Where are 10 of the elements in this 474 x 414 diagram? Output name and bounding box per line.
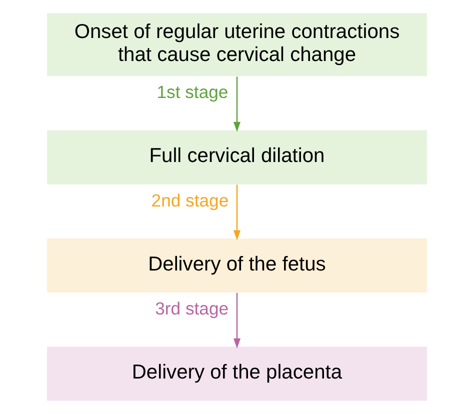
arrow bbox=[233, 292, 241, 349]
edge-label: 2nd stage bbox=[151, 190, 229, 210]
edge-label: 1st stage bbox=[156, 82, 228, 102]
node-box: Onset of regular uterine contractions that cause cervical change bbox=[47, 13, 427, 76]
node-box: Delivery of the fetus bbox=[47, 238, 427, 293]
arrow bbox=[233, 76, 241, 132]
edge-label: 3rd stage bbox=[155, 298, 229, 319]
arrow bbox=[233, 184, 241, 240]
node-box: Delivery of the placenta bbox=[47, 346, 427, 401]
node-box: Full cervical dilation bbox=[47, 130, 427, 184]
